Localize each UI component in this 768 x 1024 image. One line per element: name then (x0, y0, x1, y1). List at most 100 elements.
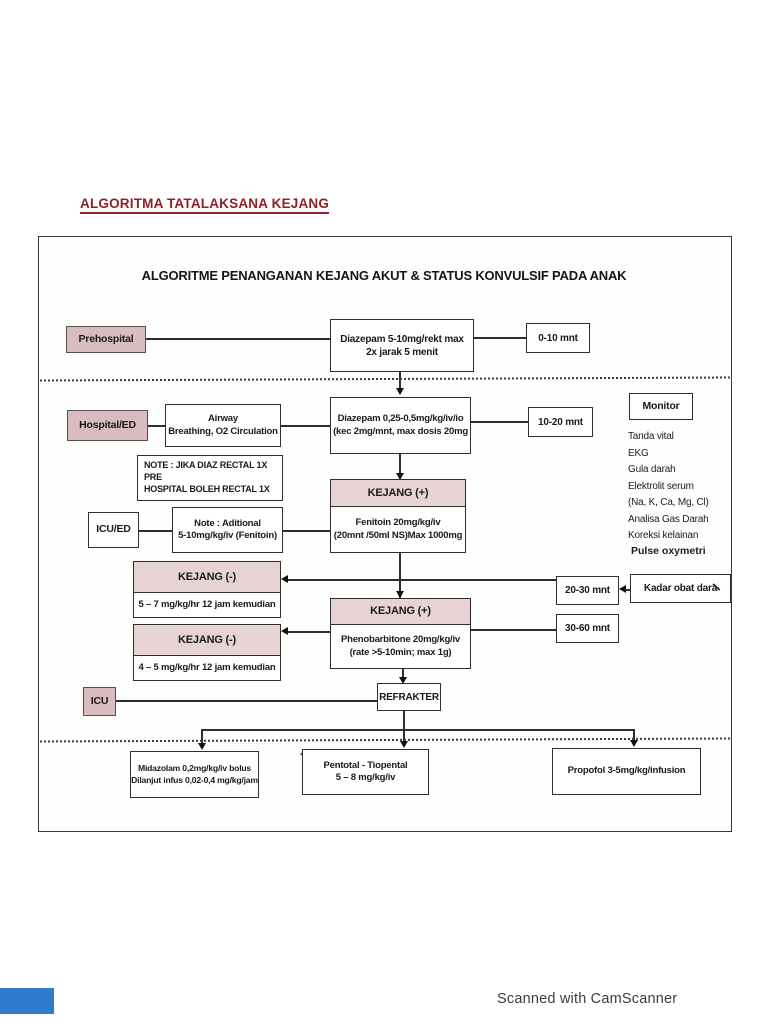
branch-line (471, 629, 556, 631)
flow-line (399, 553, 401, 598)
box-text: Airway (208, 413, 238, 425)
stage-hospital-ed-label: Hospital/ED (79, 418, 136, 431)
box-diazepam-rectal: Diazepam 5-10mg/rekt max 2x jarak 5 meni… (330, 319, 474, 372)
box-text: REFRAKTER (379, 691, 439, 703)
monitor-item: Koreksi kelainan (628, 530, 699, 541)
box-time-0-10: 0-10 mnt (526, 323, 590, 353)
kejang-neg-header: KEJANG (-) (134, 562, 280, 593)
box-diazepam-iv: Diazepam 0,25-0,5mg/kg/iv/io (kec 2mg/mn… (330, 397, 471, 454)
monitor-item: (Na, K, Ca, Mg, Cl) (628, 497, 709, 508)
box-text: 0-10 mnt (538, 332, 578, 344)
box-text: 5 – 7 mg/kg/hr 12 jam kemudian (138, 598, 276, 610)
box-text: Monitor (642, 399, 680, 412)
arrow-down-icon (399, 677, 407, 684)
flow-line (201, 729, 203, 745)
flow-line (399, 454, 401, 474)
flow-line (399, 372, 401, 390)
box-time-20-30: 20-30 mnt (556, 576, 619, 605)
monitor-item: Gula darah (628, 464, 676, 475)
box-kadar-obat: Kadar obat dara (630, 574, 731, 603)
box-text: Breathing, O2 Circulation (168, 425, 278, 437)
stage-icu-ed: ICU/ED (88, 512, 139, 548)
box-monitor: Monitor (629, 393, 693, 420)
box-text: (20mnt /50ml NS)Max 1000mg (333, 529, 463, 541)
box-text: Midazolam 0,2mg/kg/iv bolus (137, 763, 252, 774)
box-text: 4 – 5 mg/kg/hr 12 jam kemudian (138, 661, 276, 673)
box-kejang-neg-1: KEJANG (-) 5 – 7 mg/kg/hr 12 jam kemudia… (133, 561, 281, 618)
branch-line (284, 631, 330, 633)
kejang-neg-body: 4 – 5 mg/kg/hr 12 jam kemudian (134, 656, 280, 680)
connector-line (148, 425, 165, 427)
box-pentotal: Pentotal - Tiopental 5 – 8 mg/kg/iv (302, 749, 429, 795)
box-text: Pentotal - Tiopental (323, 759, 408, 771)
box-text: 5-10mg/kg/iv (Fenitoin) (178, 530, 277, 541)
box-text: Diazepam 0,25-0,5mg/kg/iv/io (337, 413, 464, 425)
box-airway: Airway Breathing, O2 Circulation (165, 404, 281, 447)
arrow-down-icon (396, 388, 404, 395)
flowchart-title: ALGORITME PENANGANAN KEJANG AKUT & STATU… (141, 268, 627, 283)
monitor-pulse-oxymetri: Pulse oxymetri (631, 545, 706, 557)
connector-line (139, 530, 172, 532)
box-kejang-pos-phenobarbitone: KEJANG (+) Phenobarbitone 20mg/kg/iv (ra… (330, 598, 471, 669)
page-title: ALGORITMA TATALAKSANA KEJANG (80, 196, 330, 214)
stage-prehospital: Prehospital (66, 326, 146, 353)
flow-line (402, 669, 404, 681)
box-text: KEJANG (-) (178, 570, 236, 583)
box-text: Kadar obat dara (643, 583, 718, 594)
branch-line (284, 579, 556, 581)
kejang-pos-body: Fenitoin 20mg/kg/iv (20mnt /50ml NS)Max … (331, 507, 465, 552)
connector-line (146, 338, 330, 340)
kejang-pos-body: Phenobarbitone 20mg/kg/iv (rate >5-10min… (331, 625, 470, 668)
monitor-list: Tanda vital EKG Gula darah Elektrolit se… (628, 429, 736, 545)
box-text: KEJANG (-) (178, 633, 236, 646)
stage-icu-ed-label: ICU/ED (96, 523, 131, 536)
monitor-item: Tanda vital (628, 431, 674, 442)
box-text: 2x jarak 5 menit (366, 346, 438, 358)
kejang-pos-header: KEJANG (+) (331, 480, 465, 507)
connector-line (116, 700, 377, 702)
monitor-item: Elektrolit serum (628, 480, 694, 492)
arrow-left-icon (281, 575, 288, 583)
box-text: Diazepam 5-10mg/rekt max (340, 333, 464, 345)
connector-line (625, 589, 630, 591)
flow-line (403, 711, 405, 729)
box-kejang-neg-2: KEJANG (-) 4 – 5 mg/kg/hr 12 jam kemudia… (133, 624, 281, 681)
monitor-item: Analisa Gas Darah (628, 513, 709, 525)
box-text: (kec 2mg/mnt, max dosis 20mg (333, 425, 468, 437)
box-text: (rate >5-10min; max 1g) (349, 646, 452, 658)
branch-line (201, 729, 634, 731)
arrow-left-icon (619, 585, 626, 593)
arrow-down-icon (396, 473, 404, 480)
box-kejang-pos-fenitoin: KEJANG (+) Fenitoin 20mg/kg/iv (20mnt /5… (330, 479, 466, 553)
stage-icu-label: ICU (90, 694, 109, 707)
box-propofol: Propofol 3-5mg/kg/infusion (552, 748, 701, 795)
camscanner-watermark: Scanned with CamScanner (497, 991, 678, 1007)
stage-icu: ICU (83, 687, 116, 716)
box-text: Propofol 3-5mg/kg/infusion (567, 765, 686, 777)
stage-hospital-ed: Hospital/ED (67, 410, 148, 441)
kejang-neg-body: 5 – 7 mg/kg/hr 12 jam kemudian (134, 593, 280, 617)
box-text: Note : Aditional (194, 517, 261, 529)
monitor-item: EKG (628, 447, 649, 459)
box-note-rectal: NOTE : JIKA DIAZ RECTAL 1X PRE HOSPITAL … (137, 455, 283, 501)
box-text: 20-30 mnt (565, 585, 610, 596)
kejang-pos-header: KEJANG (+) (331, 599, 470, 625)
box-text: 5 – 8 mg/kg/iv (335, 772, 396, 783)
camscanner-tag (0, 988, 54, 1014)
flow-line (633, 729, 635, 742)
box-text: 10-20 mnt (538, 416, 583, 428)
arrow-left-icon (281, 627, 288, 635)
kejang-neg-header: KEJANG (-) (134, 625, 280, 656)
arrow-down-icon (400, 741, 408, 748)
box-midazolam: Midazolam 0,2mg/kg/iv bolus Dilanjut inf… (130, 751, 259, 798)
box-text: Fenitoin 20mg/kg/iv (355, 517, 441, 529)
connector-line (471, 421, 528, 423)
connector-line (283, 530, 330, 532)
box-text: 30-60 mnt (565, 623, 610, 634)
box-text: Phenobarbitone 20mg/kg/iv (340, 634, 461, 646)
box-time-30-60: 30-60 mnt (556, 614, 619, 643)
arrow-down-icon (630, 740, 638, 747)
arrow-down-icon (198, 743, 206, 750)
box-text: NOTE : JIKA DIAZ RECTAL 1X PRE (144, 460, 268, 483)
box-text: Dilanjut infus 0,02-0,4 mg/kg/jam (131, 774, 258, 785)
